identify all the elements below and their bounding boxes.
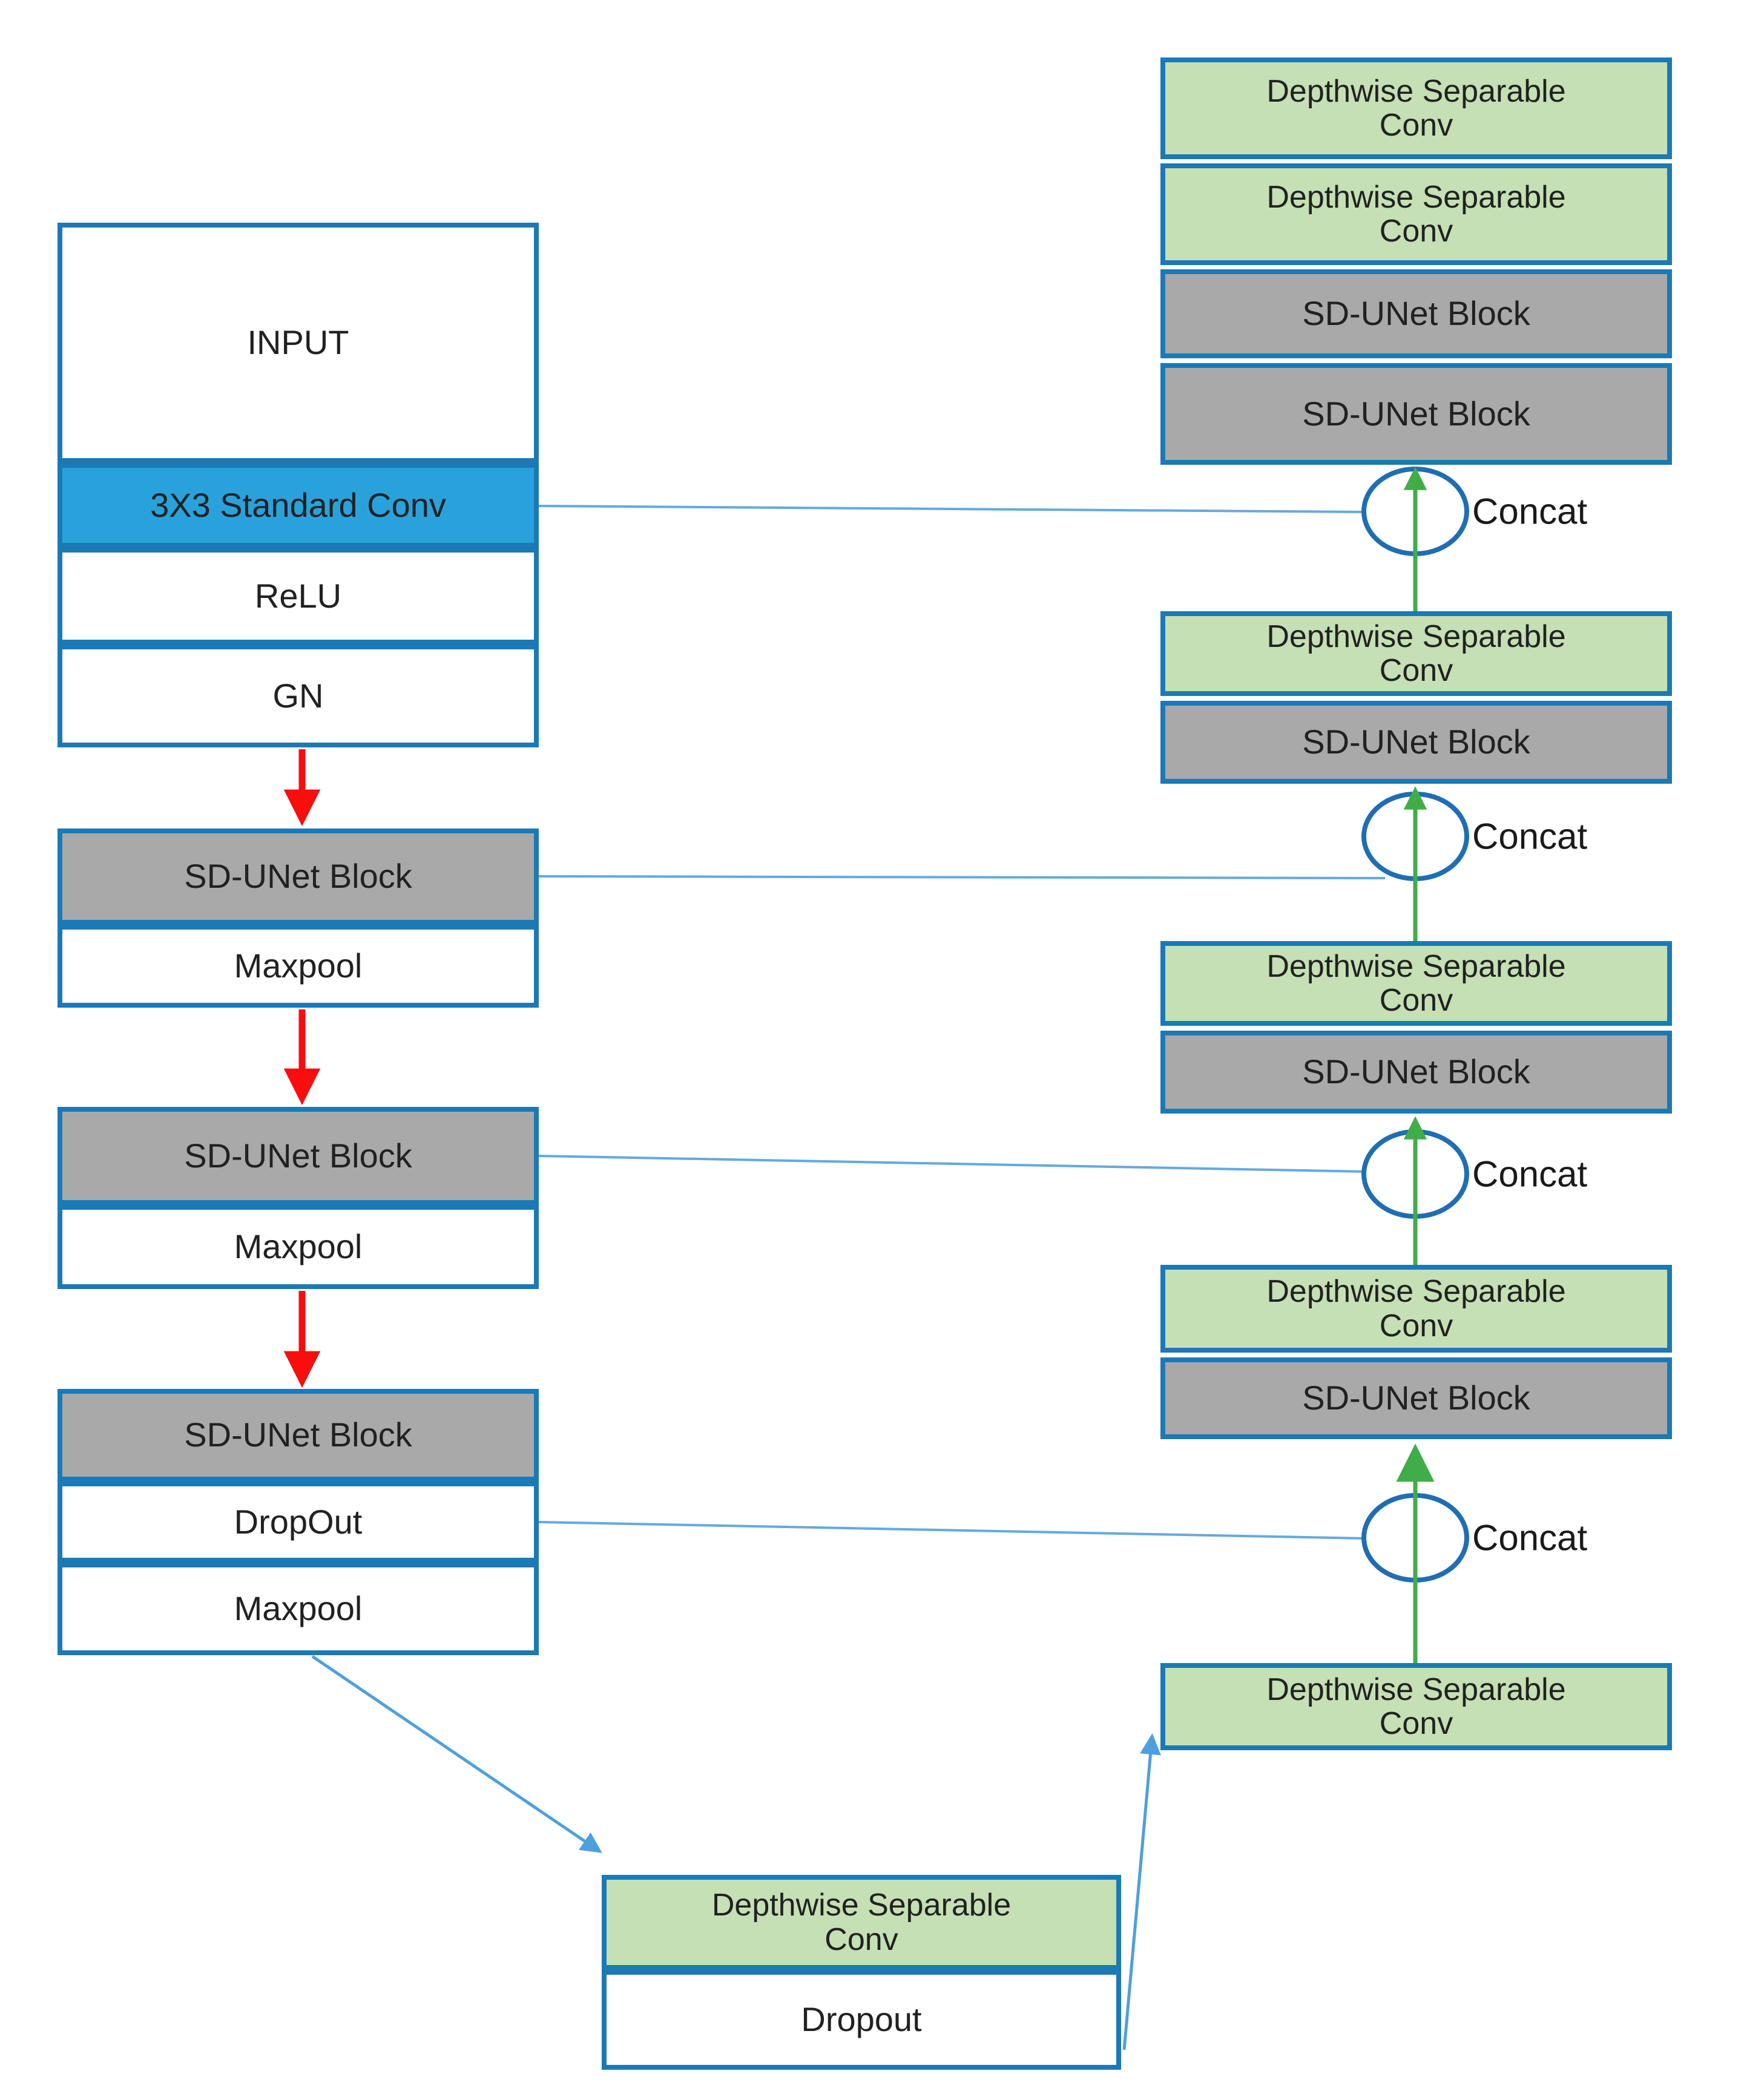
- maxpool-2: Maxpool: [58, 1205, 539, 1289]
- sd-unet-block-label: SD-UNet Block: [1302, 723, 1530, 761]
- gn-box: GN: [58, 645, 539, 747]
- sd-unet-block-label: SD-UNet Block: [184, 1416, 412, 1454]
- concat-label-4: Concat: [1472, 1517, 1588, 1558]
- concat-label-1: Concat: [1472, 491, 1588, 532]
- sd-unet-block-decoder-1a: SD-UNet Block: [1160, 269, 1672, 358]
- sd-unet-block-decoder-1b: SD-UNet Block: [1160, 363, 1672, 465]
- dsc-label-line1: Depthwise Separable: [1266, 1274, 1566, 1310]
- maxpool-label: Maxpool: [234, 1227, 363, 1266]
- sd-unet-block-label: SD-UNet Block: [184, 857, 412, 896]
- sd-unet-block-encoder-2: SD-UNet Block: [58, 1107, 539, 1205]
- dropout-bottleneck-box: Dropout: [602, 1970, 1121, 2070]
- input-box: INPUT: [58, 223, 539, 463]
- maxpool-1: Maxpool: [58, 925, 539, 1008]
- dsc-label-line2: Conv: [1379, 214, 1453, 249]
- depthwise-separable-conv-3: Depthwise Separable Conv: [1160, 941, 1672, 1026]
- concat-node-3: [1361, 1129, 1469, 1219]
- sd-unet-block-label: SD-UNet Block: [1302, 394, 1530, 433]
- conv3x3-label: 3X3 Standard Conv: [150, 485, 446, 524]
- dsc-label-line2: Conv: [1379, 108, 1453, 143]
- dsc-label-line1: Depthwise Separable: [1266, 179, 1566, 215]
- dsc-label-line1: Depthwise Separable: [711, 1888, 1012, 1923]
- dsc-label-line2: Conv: [1379, 653, 1453, 688]
- concat-node-2: [1361, 792, 1469, 881]
- depthwise-separable-conv-bottleneck: Depthwise Separable Conv: [602, 1875, 1121, 1970]
- concat-node-4: [1361, 1493, 1469, 1583]
- dsc-label-line1: Depthwise Separable: [1266, 948, 1566, 984]
- dsc-label-line1: Depthwise Separable: [1266, 1672, 1566, 1707]
- dsc-label-line1: Depthwise Separable: [1266, 73, 1566, 109]
- sd-unet-block-label: SD-UNet Block: [1302, 1052, 1530, 1091]
- sd-unet-block-label: SD-UNet Block: [1302, 1379, 1530, 1417]
- skip-connection-line-2: [538, 875, 1386, 879]
- input-label: INPUT: [247, 323, 349, 362]
- maxpool-3: Maxpool: [58, 1563, 539, 1655]
- sd-unet-block-decoder-3: SD-UNet Block: [1160, 1031, 1672, 1114]
- dropout-bottleneck-label: Dropout: [801, 2000, 922, 2039]
- concat-label-2: Concat: [1472, 816, 1588, 857]
- sd-unet-block-label: SD-UNet Block: [184, 1136, 412, 1175]
- depthwise-separable-conv-1b: Depthwise Separable Conv: [1160, 163, 1672, 265]
- skip-connection-line-1: [538, 505, 1366, 513]
- skip-connection-line-3: [538, 1155, 1367, 1173]
- downsample-arrow-to-bottleneck: [311, 1655, 602, 1853]
- maxpool-label: Maxpool: [234, 947, 363, 985]
- depthwise-separable-conv-4: Depthwise Separable Conv: [1160, 1265, 1672, 1353]
- dsc-label-line2: Conv: [1379, 1308, 1453, 1344]
- depthwise-separable-conv-2: Depthwise Separable Conv: [1160, 611, 1672, 696]
- dropout-encoder-label: DropOut: [234, 1502, 363, 1541]
- dsc-label-line1: Depthwise Separable: [1266, 619, 1566, 654]
- dsc-label-line2: Conv: [824, 1921, 898, 1957]
- concat-label-3: Concat: [1472, 1153, 1588, 1195]
- sd-unet-block-encoder-3: SD-UNet Block: [58, 1389, 539, 1481]
- maxpool-label: Maxpool: [234, 1589, 363, 1628]
- gn-label: GN: [272, 676, 324, 715]
- sd-unet-block-decoder-4: SD-UNet Block: [1160, 1357, 1672, 1439]
- conv3x3-box: 3X3 Standard Conv: [58, 463, 539, 548]
- dropout-encoder-box: DropOut: [58, 1481, 539, 1563]
- dsc-label-line2: Conv: [1379, 1706, 1453, 1741]
- depthwise-separable-conv-5: Depthwise Separable Conv: [1160, 1663, 1672, 1750]
- relu-label: ReLU: [254, 576, 342, 615]
- dsc-label-line2: Conv: [1379, 983, 1453, 1018]
- upsample-arrow-from-bottleneck: [1122, 1733, 1161, 2050]
- depthwise-separable-conv-1a: Depthwise Separable Conv: [1160, 57, 1672, 159]
- sd-unet-block-decoder-2: SD-UNet Block: [1160, 701, 1672, 784]
- sd-unet-block-label: SD-UNet Block: [1302, 294, 1530, 333]
- concat-node-1: [1361, 467, 1469, 556]
- skip-connection-line-4: [538, 1521, 1365, 1540]
- relu-box: ReLU: [58, 548, 539, 645]
- sd-unet-block-encoder-1: SD-UNet Block: [58, 829, 539, 925]
